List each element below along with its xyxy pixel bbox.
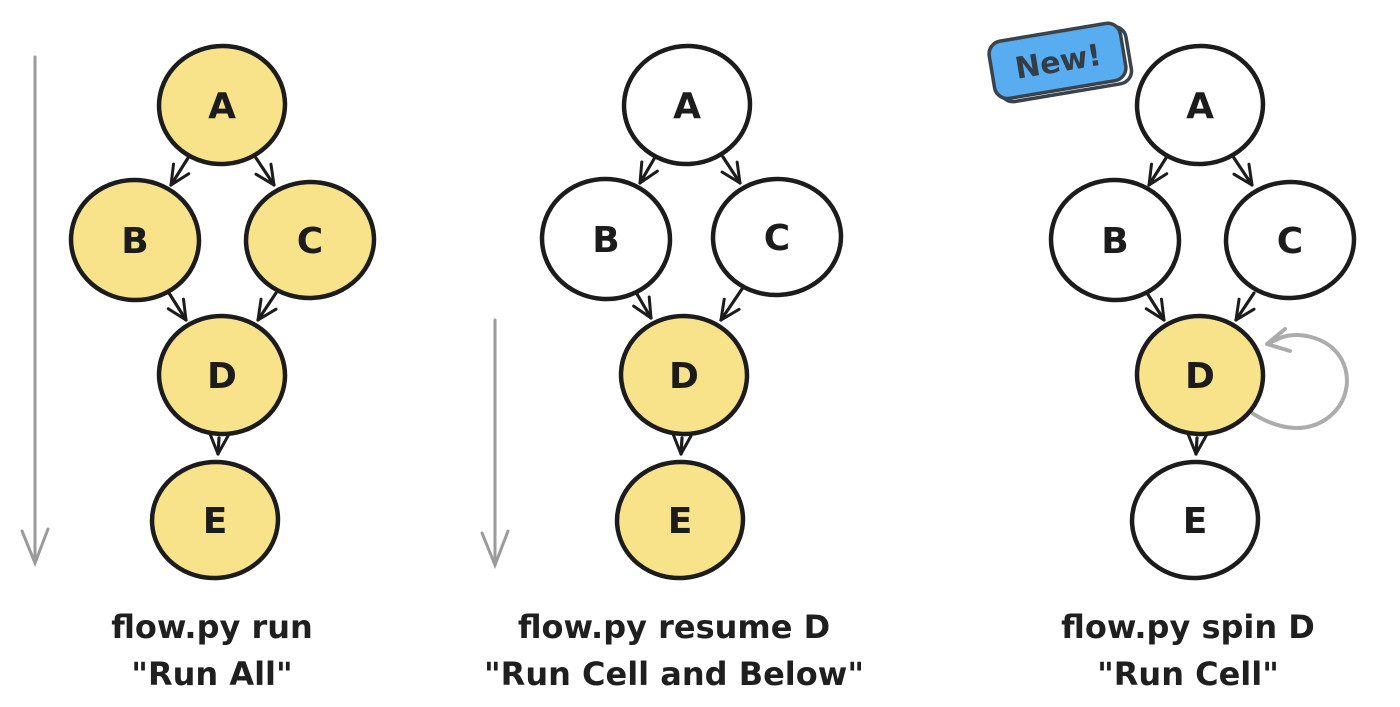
node-d-circle	[618, 313, 750, 437]
new-badge-background	[987, 21, 1128, 101]
dag-spin: New! A B C D E flow.py spin D	[987, 21, 1357, 693]
caption-quote: "Run Cell and Below"	[484, 655, 864, 693]
node-b-circle	[539, 176, 673, 302]
caption-quote: "Run Cell"	[1097, 655, 1279, 693]
node-d: D	[156, 313, 288, 437]
node-c: C	[1223, 179, 1357, 301]
dag-resume: A B C D E flow.py resume D "Run Cell and…	[480, 43, 864, 693]
node-c: C	[710, 176, 844, 298]
edge-b-d	[632, 292, 653, 320]
execution-order-arrow	[480, 318, 510, 570]
node-d-circle	[156, 313, 288, 437]
edge-d-e	[1186, 432, 1208, 456]
edge-c-d	[1234, 291, 1256, 322]
dag-run-all: A B C D E flow.py run "Run All"	[20, 43, 377, 693]
self-loop-arrow	[1247, 327, 1349, 430]
node-e: E	[1129, 459, 1261, 581]
node-e-label: E	[668, 501, 693, 542]
panel-spin: New! A B C D E flow.py spin D	[933, 0, 1400, 707]
caption-command: flow.py spin D	[1061, 608, 1315, 646]
caption-quote: "Run All"	[131, 655, 292, 693]
new-badge: New!	[987, 21, 1134, 104]
node-e-circle	[149, 459, 281, 581]
edge-a-c	[720, 155, 742, 185]
node-a-label: A	[1186, 86, 1214, 127]
self-loop-path	[1247, 333, 1349, 430]
node-b-circle	[1048, 177, 1182, 303]
node-d-label: D	[207, 356, 237, 397]
edge-a-c	[254, 156, 276, 187]
edge-d-e	[671, 432, 693, 456]
node-a-label: A	[208, 86, 236, 127]
node-b-label: B	[592, 220, 619, 261]
node-d-label: D	[1185, 356, 1215, 397]
node-a: A	[156, 43, 288, 167]
node-d: D	[1134, 313, 1266, 437]
node-a-circle	[621, 43, 753, 167]
node-b: B	[68, 177, 202, 303]
node-a: A	[621, 43, 753, 167]
node-c-circle	[243, 179, 377, 301]
edge-a-b	[1147, 156, 1169, 187]
edge-a-b	[638, 157, 659, 185]
caption-command: flow.py run	[111, 608, 313, 646]
edge-c-d	[719, 287, 744, 322]
node-b-label: B	[1101, 221, 1128, 262]
self-loop-arrowhead	[1265, 327, 1292, 353]
caption-command: flow.py resume D	[518, 608, 830, 646]
edge-b-d	[166, 291, 188, 322]
node-d: D	[618, 313, 750, 437]
execution-order-arrow	[20, 55, 50, 568]
node-e-circle	[614, 459, 746, 581]
edge-a-b	[169, 156, 191, 187]
node-b-circle	[68, 177, 202, 303]
node-d-circle	[1134, 313, 1266, 437]
node-c-circle	[1223, 179, 1357, 301]
edge-a-c	[1232, 156, 1254, 187]
panel-run-all: A B C D E flow.py run "Run All"	[0, 0, 466, 707]
node-e: E	[614, 459, 746, 581]
node-c: C	[243, 179, 377, 301]
edge-d-e	[208, 432, 230, 456]
node-e-label: E	[203, 501, 228, 542]
node-c-label: C	[764, 218, 790, 259]
node-c-circle	[710, 176, 844, 298]
node-b: B	[539, 176, 673, 302]
node-a-circle	[156, 43, 288, 167]
node-e: E	[149, 459, 281, 581]
node-b: B	[1048, 177, 1182, 303]
node-a-label: A	[673, 86, 701, 127]
node-a: A	[1134, 43, 1266, 167]
node-d-label: D	[669, 356, 699, 397]
panel-resume: A B C D E flow.py resume D "Run Cell and…	[466, 0, 933, 707]
edge-c-d	[256, 291, 278, 322]
node-a-circle	[1134, 43, 1266, 167]
node-c-label: C	[1277, 221, 1303, 262]
edge-b-d	[1144, 291, 1166, 322]
node-e-circle	[1129, 459, 1261, 581]
node-e-label: E	[1183, 501, 1208, 542]
node-c-label: C	[297, 221, 323, 262]
node-b-label: B	[121, 221, 148, 262]
